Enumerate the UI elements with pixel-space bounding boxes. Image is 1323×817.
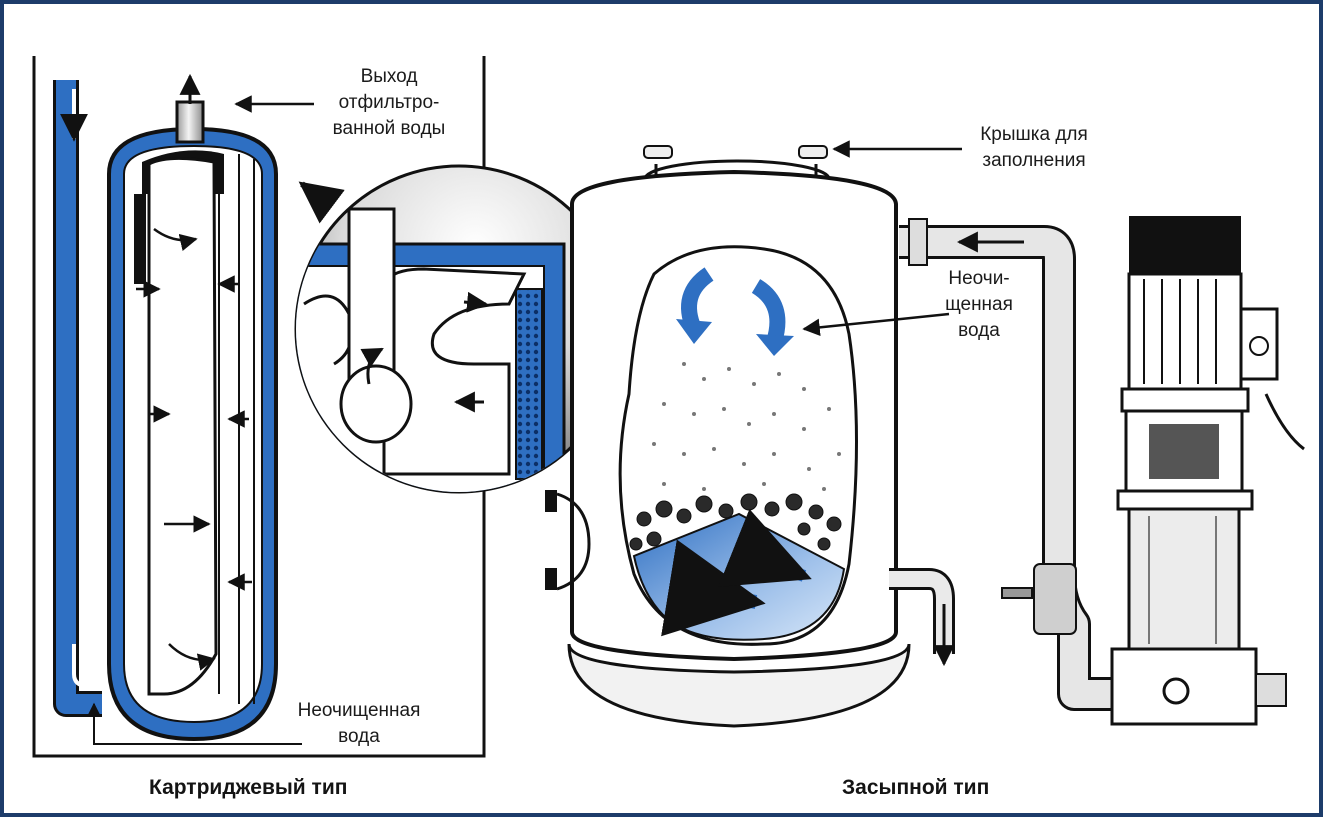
turn-arrow-icon	[72, 644, 100, 688]
drain-pipe	[889, 571, 952, 654]
power-cable	[1264, 393, 1305, 451]
raw-water-label-left: Неочищенная вода	[297, 700, 421, 747]
flow-arrows	[136, 227, 252, 671]
zoom-arrow-icon	[298, 181, 345, 224]
lid-knob-icon	[798, 145, 828, 159]
cartridge-caption: Картриджевый тип	[149, 776, 348, 799]
bulk-caption: Засыпной тип	[842, 776, 990, 799]
lid-knob-icon	[643, 145, 673, 159]
valve-handle-icon	[1001, 587, 1033, 599]
pump-body	[1127, 507, 1241, 651]
pump	[1110, 216, 1305, 726]
detail-zoom	[294, 164, 624, 494]
inlet-pointer	[87, 702, 302, 745]
filter-illustration	[32, 56, 1305, 758]
filter-cartridge	[147, 156, 218, 696]
raw-water-label-right: Неочи- щенная вода	[945, 268, 1013, 341]
bulk-tank	[545, 140, 1114, 728]
outlet-label: Выход отфильтро- ванной воды	[332, 66, 446, 139]
valve	[1033, 563, 1077, 635]
coupling-grille	[1149, 424, 1219, 479]
filter-media	[652, 362, 841, 491]
pump-outlet	[1255, 673, 1287, 707]
fill-lid-label: Крышка для заполнения	[980, 124, 1088, 171]
pump-motor-cap	[1129, 216, 1241, 276]
pump-motor	[1127, 272, 1243, 391]
outlet-stub	[175, 100, 205, 144]
tank-base	[567, 643, 911, 728]
mesh-layer	[515, 288, 543, 480]
water-pointer	[802, 312, 950, 337]
